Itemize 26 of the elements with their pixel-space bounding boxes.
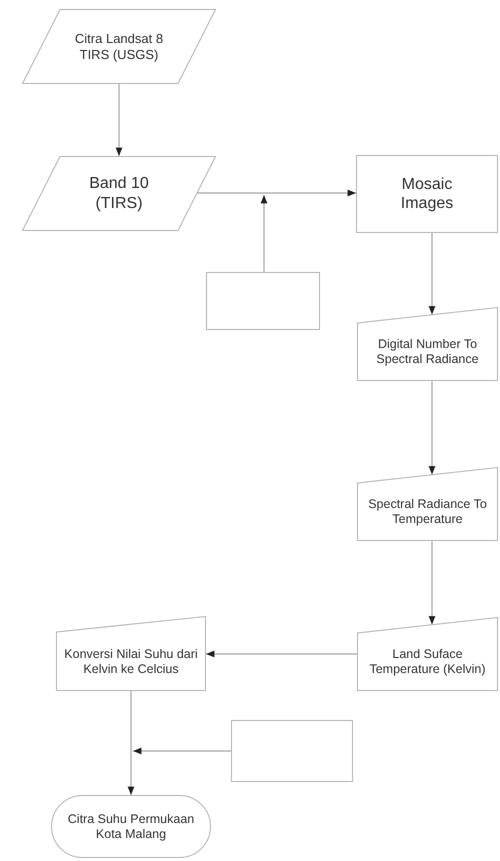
process-box <box>231 720 353 782</box>
data-parallelogram <box>22 156 216 231</box>
arrow <box>428 381 436 474</box>
node-label: Citra Landsat 8 TIRS (USGS) <box>74 30 164 62</box>
arrow <box>116 84 122 156</box>
data-parallelogram <box>22 9 216 84</box>
arrow <box>197 190 356 196</box>
node-label: Digital Number To Spectral Radiance <box>375 337 480 367</box>
manual-input-shape <box>56 616 206 691</box>
node-label: Band 10 (TIRS) <box>88 174 150 213</box>
node-label: Mosaic Images <box>400 174 454 214</box>
manual-input-shape <box>357 307 498 381</box>
process-box <box>206 272 320 330</box>
arrow <box>128 691 134 795</box>
node-label: Citra Suhu Permukaan Kota Malang <box>66 812 196 842</box>
manual-input-shape <box>357 467 498 541</box>
arrow <box>428 233 436 314</box>
arrow <box>428 541 436 624</box>
arrow <box>206 650 357 658</box>
node-label: Konversi Nilai Suhu dari Kelvin ke Celcius <box>63 646 199 676</box>
arrow <box>133 748 231 754</box>
arrow <box>260 195 268 272</box>
node-label: Spectral Radiance To Temperature <box>367 497 488 527</box>
process-box <box>356 155 498 233</box>
node-label: Land Suface Temperature (Kelvin) <box>368 647 486 677</box>
manual-input-shape <box>357 617 498 691</box>
